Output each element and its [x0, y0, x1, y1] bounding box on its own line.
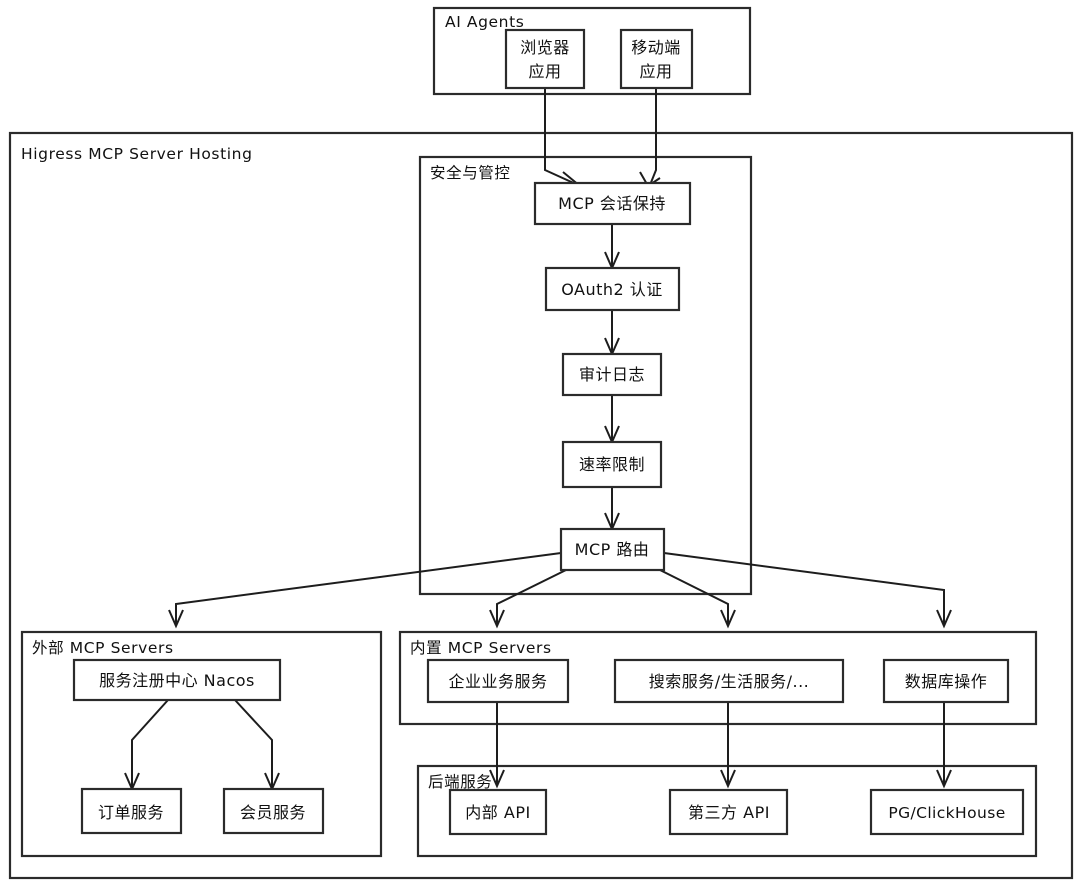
edge-router-to-db: [663, 552, 945, 624]
node-oauth2-auth-label: OAuth2 认证: [561, 280, 663, 299]
edge-router-to-search: [659, 569, 729, 624]
node-mcp-session[interactable]: [533, 181, 692, 226]
group-ai-agents-label: AI Agents: [445, 13, 524, 31]
node-internal-api-label: 内部 API: [465, 803, 530, 822]
node-member-service-label: 会员服务: [240, 803, 306, 822]
node-audit-log[interactable]: [561, 352, 663, 397]
node-nacos-registry[interactable]: [72, 658, 282, 702]
node-enterprise-service[interactable]: [426, 658, 570, 704]
edge-mobile-to-session: [649, 88, 657, 186]
edge-router-to-enterprise: [496, 569, 567, 624]
edge-db-to-pg-clickhouse-arrowhead: [936, 769, 952, 789]
node-member-service[interactable]: [222, 787, 325, 835]
edge-enterprise-to-internal-api-arrowhead: [489, 769, 505, 789]
node-browser-app[interactable]: [504, 28, 586, 90]
group-higress-hosting-label: Higress MCP Server Hosting: [21, 145, 253, 163]
group-ai-agents: [432, 6, 752, 96]
group-backend-services-label: 后端服务: [428, 773, 492, 791]
edge-nacos-to-member: [234, 699, 273, 787]
node-search-life-service[interactable]: [613, 658, 845, 704]
node-third-party-api-label: 第三方 API: [688, 803, 770, 822]
node-mobile-app-label-line1: 移动端: [631, 38, 681, 57]
node-audit-log-label: 审计日志: [579, 365, 645, 384]
node-browser-app-label-line2: 应用: [528, 62, 561, 81]
node-order-service-label: 订单服务: [98, 803, 164, 822]
edge-browser-to-session: [544, 88, 579, 186]
node-internal-api[interactable]: [448, 788, 548, 836]
node-rate-limit[interactable]: [561, 440, 663, 489]
node-db-operation[interactable]: [882, 658, 1010, 704]
node-pg-clickhouse-label: PG/ClickHouse: [888, 804, 1005, 822]
edge-search-to-third-party-api-arrowhead: [720, 769, 736, 789]
edge-router-to-db-arrowhead: [936, 609, 952, 629]
node-pg-clickhouse[interactable]: [869, 788, 1025, 836]
node-mobile-app[interactable]: [619, 28, 694, 90]
node-rate-limit-label: 速率限制: [579, 455, 645, 474]
node-third-party-api[interactable]: [668, 788, 789, 836]
node-browser-app-label-line1: 浏览器: [520, 38, 570, 57]
node-db-operation-label: 数据库操作: [905, 672, 988, 691]
edge-router-to-search-arrowhead: [720, 609, 736, 629]
node-enterprise-service-label: 企业业务服务: [448, 672, 547, 691]
group-security-control-label: 安全与管控: [430, 164, 511, 182]
node-oauth2-auth[interactable]: [544, 266, 681, 312]
edge-router-to-enterprise-arrowhead: [489, 609, 505, 629]
edge-router-to-external: [175, 552, 562, 624]
group-external-mcp-servers-label: 外部 MCP Servers: [32, 639, 174, 657]
edge-router-to-external-arrowhead: [168, 609, 184, 629]
node-mobile-app-label-line2: 应用: [639, 62, 672, 81]
node-search-life-service-label: 搜索服务/生活服务/...: [649, 672, 810, 691]
node-nacos-registry-label: 服务注册中心 Nacos: [99, 671, 255, 690]
group-builtin-mcp-servers-label: 内置 MCP Servers: [410, 639, 552, 657]
node-mcp-session-label: MCP 会话保持: [558, 194, 666, 213]
edge-nacos-to-order: [131, 699, 169, 787]
node-mcp-router-label: MCP 路由: [575, 540, 650, 559]
node-mcp-router[interactable]: [559, 527, 666, 572]
node-order-service[interactable]: [80, 787, 183, 835]
